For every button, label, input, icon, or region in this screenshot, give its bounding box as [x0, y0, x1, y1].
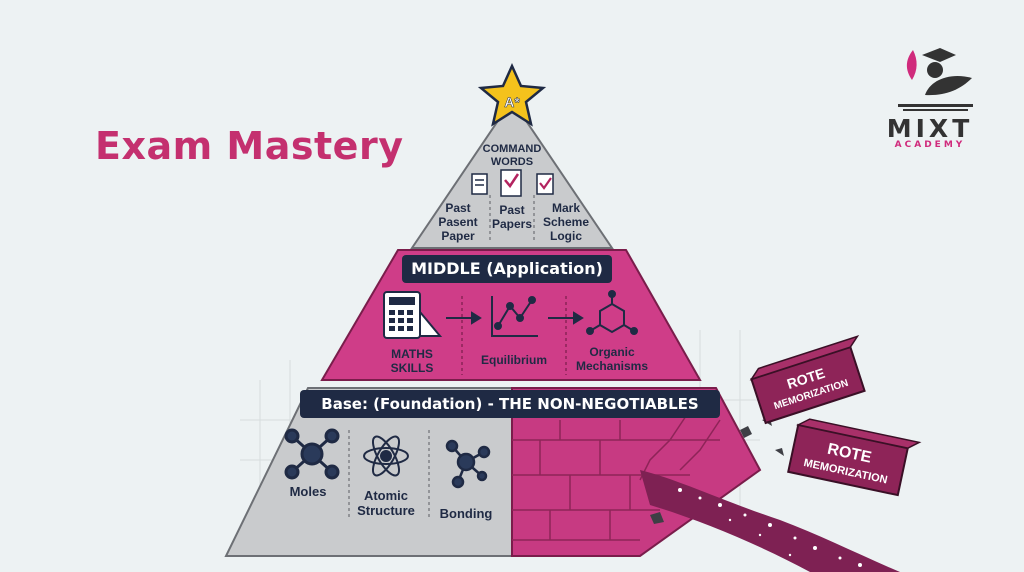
base-item-3-line1: Bonding: [440, 506, 493, 521]
middle-banner: MIDDLE (Application): [411, 259, 603, 278]
apex-heading-line2: WORDS: [491, 156, 533, 168]
logo-name: MIXT: [886, 114, 974, 143]
top-item-1-line1: Past: [445, 201, 470, 215]
star-icon: [477, 62, 547, 127]
top-item-3-line1: Mark: [552, 201, 580, 215]
set-square-icon: [419, 309, 443, 337]
molecule-ring-icon: [586, 290, 638, 335]
rote-block-2: ROTE MEMORIZATION: [787, 418, 922, 497]
arrow-icon: [446, 311, 482, 325]
molecule-icon: [284, 428, 340, 480]
debris: [650, 418, 784, 524]
top-item-3-line2: Scheme: [543, 215, 589, 229]
calculator-icon: [383, 291, 421, 339]
page-title: Exam Mastery: [95, 124, 404, 168]
top-item-3-line3: Logic: [550, 229, 582, 243]
middle-item-3-line1: Organic: [589, 345, 635, 359]
logo-graduate-icon: [898, 48, 973, 111]
atom-icon: [363, 435, 409, 477]
arrow-icon: [548, 311, 584, 325]
crumbling-spill: [640, 470, 900, 572]
top-item-2-line2: Papers: [492, 217, 532, 231]
middle-item-3-line2: Mechanisms: [576, 359, 648, 373]
base-dividers: [348, 430, 430, 520]
checklist-icon: [500, 169, 522, 197]
base-banner-bg: [300, 390, 720, 418]
document-icon: [471, 173, 488, 195]
star-label: A*: [504, 94, 520, 110]
top-item-1-line2: Pasent: [438, 215, 477, 229]
mark-scheme-icon: [536, 173, 554, 195]
middle-item-2-line1: Equilibrium: [481, 353, 547, 367]
rote-block-1: ROTE MEMORIZATION: [749, 334, 866, 425]
brick-pattern: [512, 409, 721, 541]
graph-icon: [491, 296, 538, 337]
bonding-icon: [445, 439, 491, 489]
base-banner: Base: (Foundation) - THE NON-NEGOTIABLES: [321, 395, 699, 413]
top-item-2-line1: Past: [499, 203, 524, 217]
top-dividers: [489, 195, 535, 240]
logo-subtitle: ACADEMY: [894, 140, 966, 150]
apex-heading-line1: COMMAND: [483, 143, 542, 155]
base-item-2-line1: Atomic: [364, 488, 408, 503]
middle-item-1-line1: MATHS: [391, 347, 433, 361]
middle-banner-bg: [402, 255, 612, 283]
middle-item-1-line2: SKILLS: [391, 361, 434, 375]
spill-particles: [678, 488, 862, 567]
top-item-1-line3: Paper: [441, 229, 475, 243]
middle-dividers: [461, 296, 567, 375]
base-item-2-line2: Structure: [357, 503, 415, 518]
base-item-1-line1: Moles: [290, 484, 327, 499]
